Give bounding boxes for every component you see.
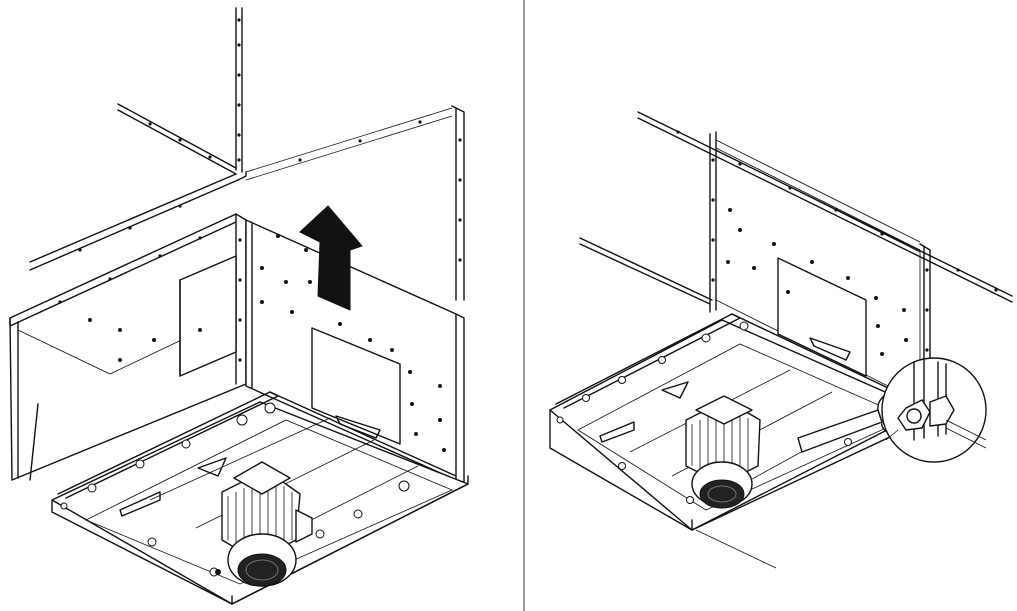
- lift-arrow-icon: [299, 205, 363, 311]
- right-illustration: [549, 111, 1013, 569]
- panel-divider: [523, 0, 525, 611]
- removable-panel: [245, 219, 465, 483]
- detail-magnifier: [881, 357, 987, 463]
- left-illustration-panel: [9, 7, 469, 605]
- upper-frame-bolts: [78, 18, 462, 262]
- base-frame-bolts: [556, 321, 852, 504]
- fan-motor: [685, 395, 761, 509]
- motor-fan-grille: [237, 553, 287, 587]
- removable-panel-bolts: [88, 234, 446, 452]
- upper-frame: [29, 7, 465, 301]
- left-illustration: [9, 7, 469, 605]
- right-illustration-panel: [526, 0, 1017, 611]
- side-panel-bolts: [726, 208, 908, 356]
- fan-motor: [215, 461, 313, 587]
- housing-left-wall-bolts: [58, 236, 242, 362]
- motor-fan-grille: [699, 479, 745, 509]
